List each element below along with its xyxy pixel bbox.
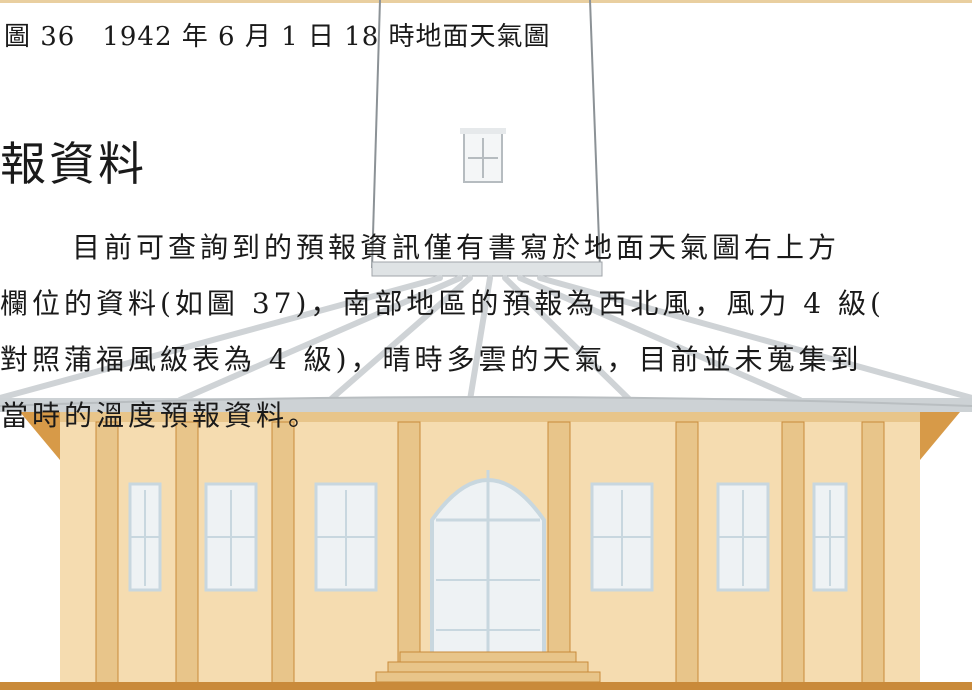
roof: [0, 275, 972, 403]
pilasters: [95, 421, 885, 690]
figure-caption: 圖 36 1942 年 6 月 1 日 18 時地面天氣圖: [4, 22, 551, 52]
paragraph-line: 對照蒲福風級表為 4 級)，晴時多雲的天氣，目前並未蒐集到: [0, 343, 863, 376]
entrance-steps: [375, 651, 601, 683]
arched-door: [430, 470, 546, 682]
section-heading: 報資料: [0, 137, 147, 191]
paragraph-line: 欄位的資料(如圖 37)，南部地區的預報為西北風，風力 4 級(: [0, 287, 885, 320]
paragraph-line: 目前可查詢到的預報資訊僅有書寫於地面天氣圖右上方: [72, 231, 841, 264]
roof-brackets: [20, 412, 960, 460]
paragraph-line: 當時的溫度預報資料。: [0, 399, 321, 432]
tower: [371, 0, 603, 277]
